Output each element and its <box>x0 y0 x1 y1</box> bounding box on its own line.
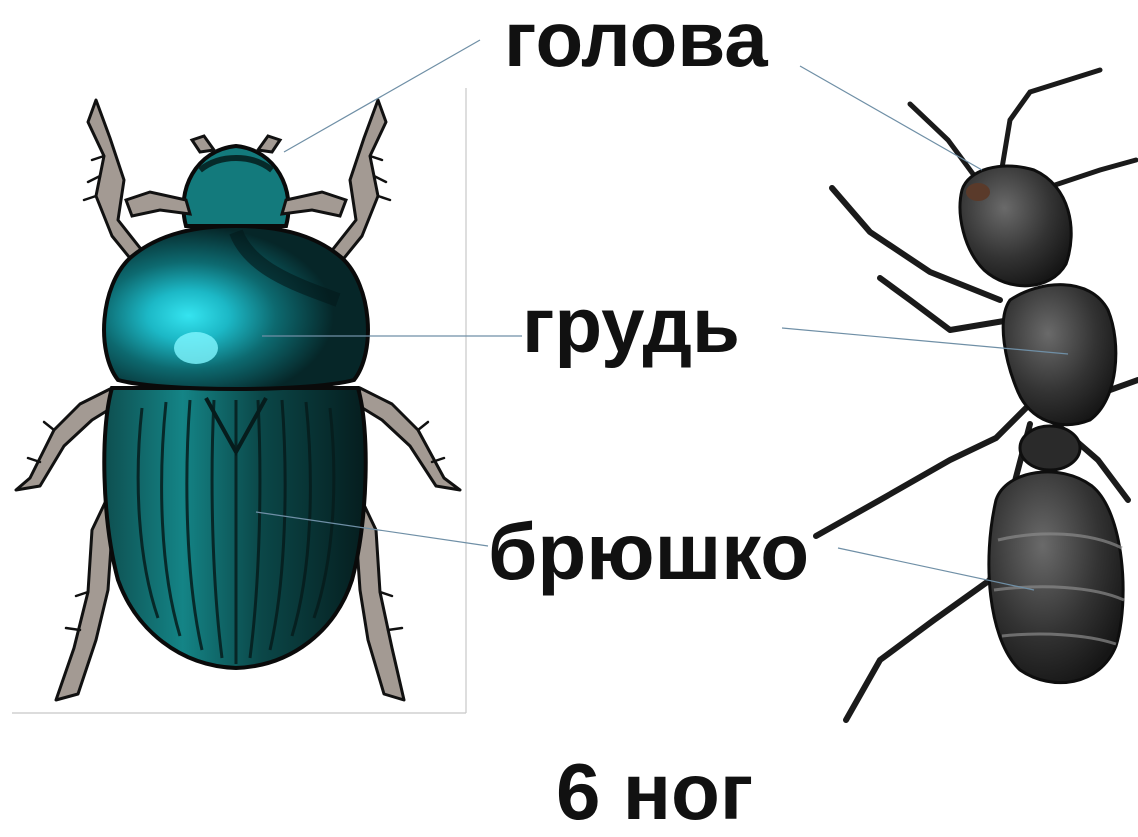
label-thorax: грудь <box>522 286 740 364</box>
head-pointer-ant <box>800 66 982 170</box>
label-legs: 6 ног <box>556 752 753 832</box>
label-head: голова <box>504 0 768 78</box>
beetle-thorax <box>104 226 368 389</box>
ant-thorax <box>1003 285 1116 425</box>
beetle-illustration <box>16 100 460 700</box>
head-pointer-beetle <box>284 40 480 152</box>
ant-abdomen <box>989 472 1123 683</box>
label-abdomen: брюшко <box>488 512 809 592</box>
